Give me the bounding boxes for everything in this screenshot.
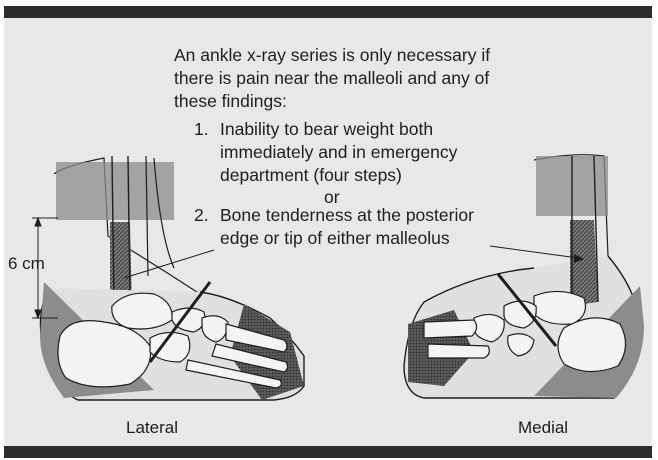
bottom-frame-bar — [4, 446, 652, 458]
criterion-item-2: 2.Bone tenderness at the posterior edge … — [194, 204, 474, 250]
criterion-number: 2. — [194, 204, 220, 227]
criterion-line: Bone tenderness at the posterior — [220, 205, 474, 225]
criterion-item-1: 1.Inability to bear weight both immediat… — [194, 118, 457, 187]
medial-foot — [404, 155, 644, 398]
medial-metatarsal-2 — [428, 344, 489, 358]
lateral-view-label: Lateral — [126, 418, 178, 438]
intro-text: An ankle x-ray series is only necessary … — [174, 44, 490, 113]
medial-talus — [534, 291, 586, 324]
medial-view-label: Medial — [518, 418, 568, 438]
medial-leader-line — [490, 246, 578, 258]
figure-panel: An ankle x-ray series is only necessary … — [4, 6, 652, 458]
criterion-line: department (four steps) — [194, 164, 457, 187]
intro-line: An ankle x-ray series is only necessary … — [174, 44, 490, 67]
lateral-foot — [32, 156, 304, 400]
lateral-leg-shade — [56, 162, 174, 220]
measurement-label: 6 cm — [8, 254, 45, 274]
criterion-number: 1. — [194, 118, 220, 141]
intro-line: there is pain near the malleoli and any … — [174, 67, 490, 90]
criterion-line: edge or tip of either malleolus — [194, 227, 474, 250]
intro-line: these findings: — [174, 90, 490, 113]
medial-malleolus-zone — [570, 220, 598, 306]
medial-calcaneus — [558, 318, 626, 372]
criterion-line: immediately and in emergency — [194, 141, 457, 164]
medial-metatarsal-1 — [424, 320, 477, 338]
criterion-line: Inability to bear weight both — [220, 119, 433, 139]
lateral-talus — [112, 293, 172, 329]
